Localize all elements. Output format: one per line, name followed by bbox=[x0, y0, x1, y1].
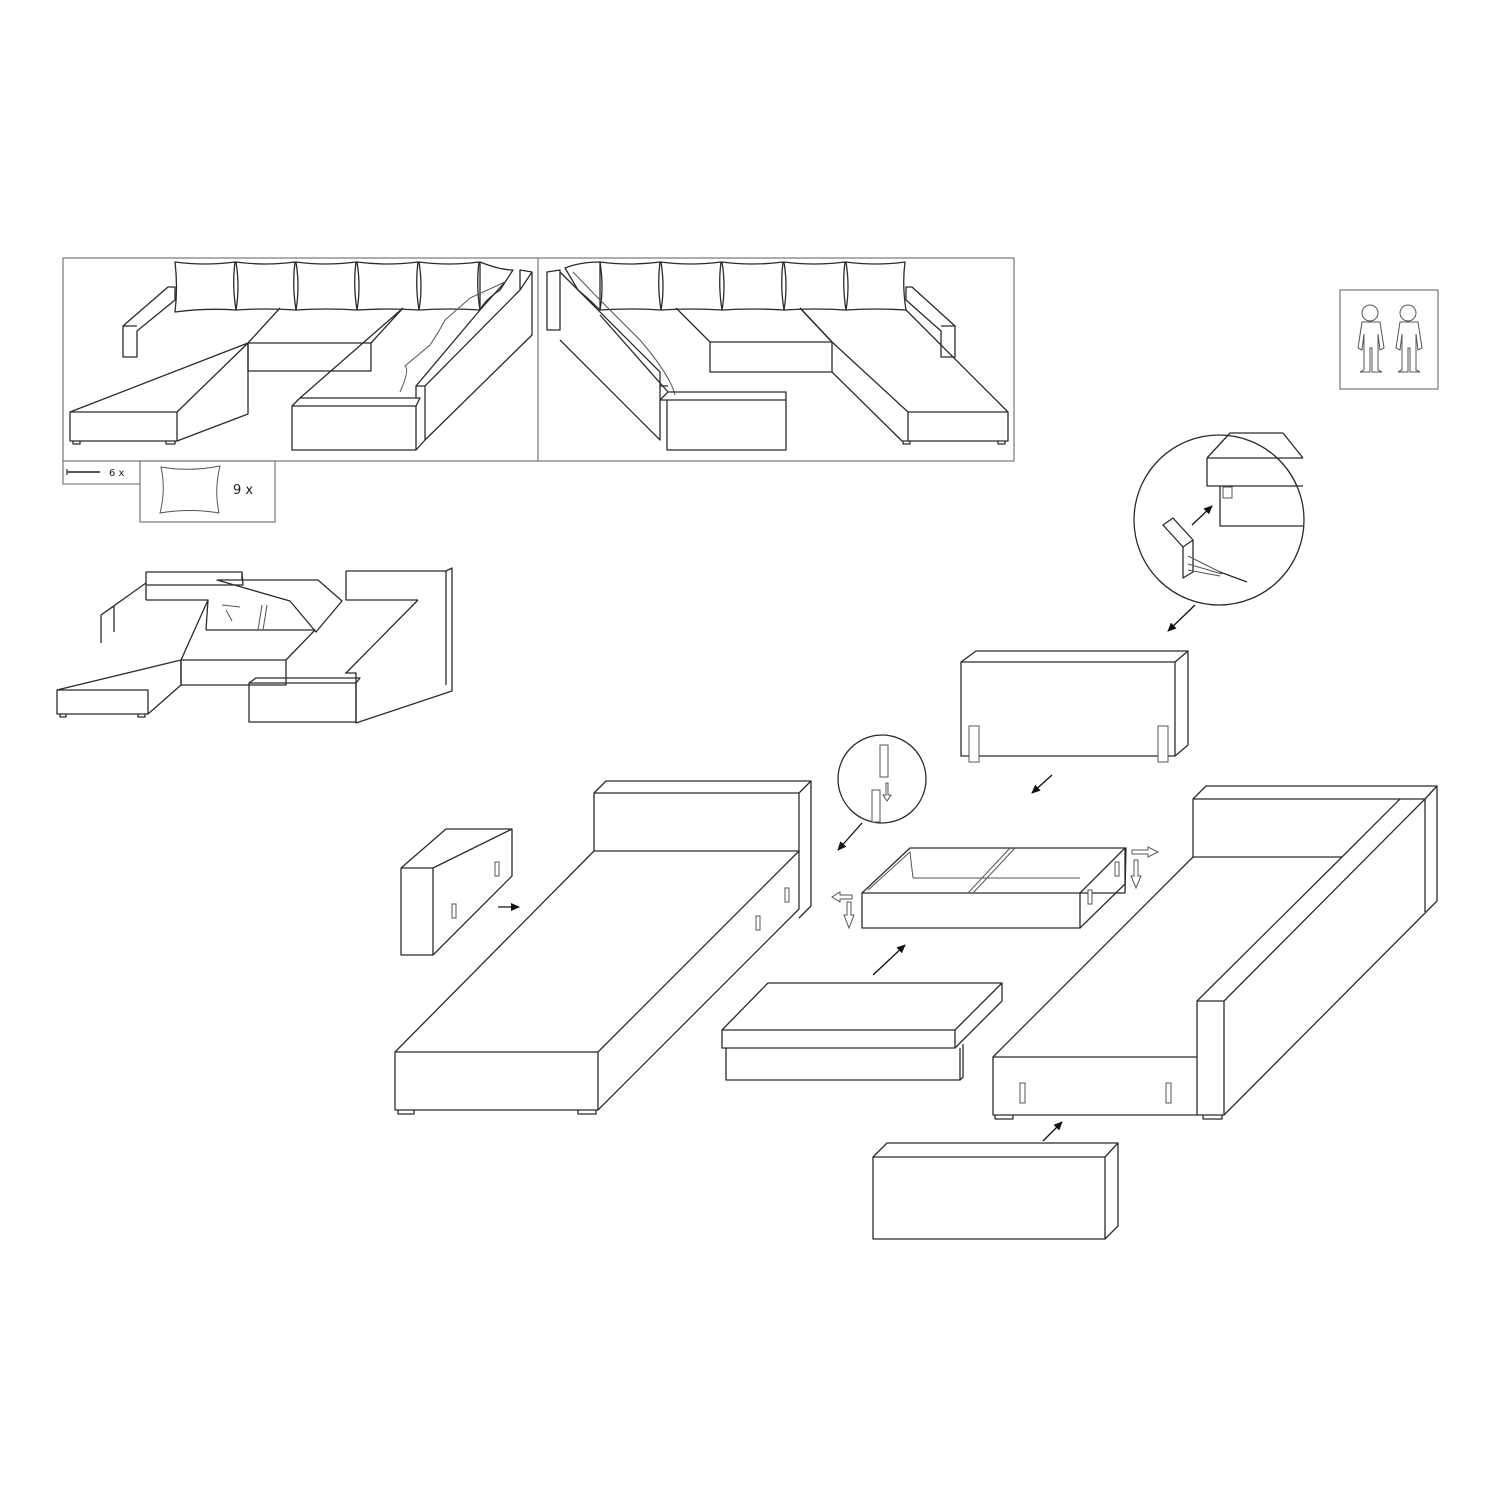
cushion-quantity: 9 x bbox=[233, 483, 253, 498]
cushion-icon bbox=[159, 465, 221, 514]
storage-lid-seat bbox=[721, 982, 1003, 1081]
bracket-screw-detail bbox=[1133, 432, 1305, 632]
cushion-row bbox=[564, 261, 907, 311]
bracket-icon bbox=[1157, 725, 1169, 763]
arrow-icon bbox=[1042, 1121, 1063, 1142]
bracket-upper-icon bbox=[879, 744, 889, 778]
parts-list: 6 x 9 x bbox=[62, 460, 276, 523]
arrow-icon bbox=[1167, 604, 1196, 632]
arrow-icon bbox=[837, 822, 863, 851]
right-armrest bbox=[872, 1142, 1119, 1240]
bracket-lower-icon bbox=[871, 789, 881, 823]
right-corner-module bbox=[992, 785, 1438, 1142]
screw-quantity: 6 x bbox=[109, 468, 125, 479]
cushion-part-box bbox=[139, 460, 276, 523]
backrest-panel bbox=[960, 650, 1189, 794]
assembled-preview bbox=[56, 567, 453, 724]
overview-panels bbox=[62, 257, 1015, 462]
arrow-right-icon bbox=[1131, 846, 1160, 858]
arrow-icon bbox=[1191, 505, 1213, 526]
bracket-slide-detail bbox=[837, 734, 927, 851]
cushion-row bbox=[174, 261, 514, 313]
bracket-slot-icon bbox=[1222, 486, 1233, 499]
arrow-icon bbox=[1031, 774, 1053, 794]
left-chaise-module bbox=[394, 780, 812, 1115]
overview-sofa-left bbox=[69, 261, 533, 451]
left-armrest bbox=[400, 828, 520, 956]
arrow-icon bbox=[872, 944, 906, 976]
overview-sofa-right bbox=[546, 261, 1009, 451]
storage-box-frame bbox=[831, 846, 1160, 976]
two-persons-icon bbox=[1339, 289, 1439, 390]
arrow-left-icon bbox=[831, 891, 853, 903]
arrow-down-icon bbox=[1130, 859, 1142, 890]
bracket-icon bbox=[968, 725, 980, 763]
arrow-down-icon bbox=[843, 901, 855, 930]
screw-icon bbox=[66, 469, 100, 475]
